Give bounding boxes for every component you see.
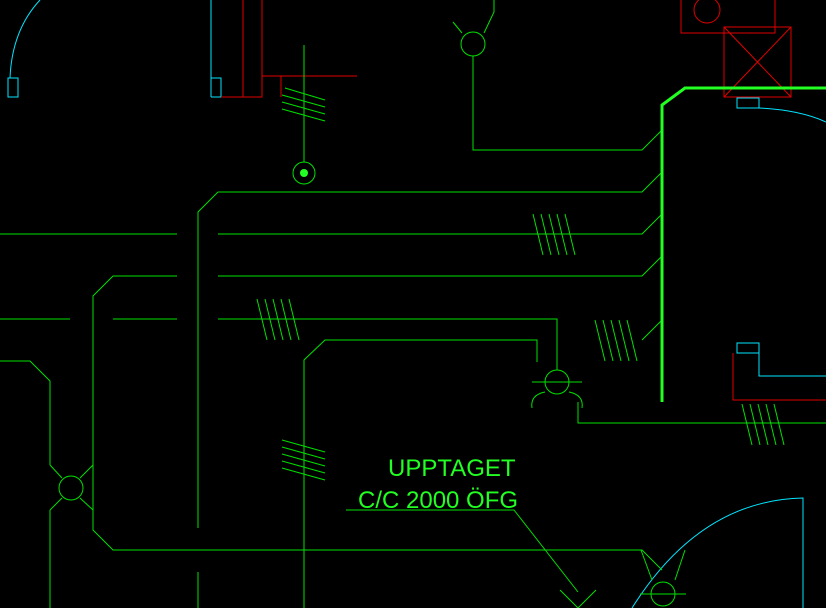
pump-symbol [531, 369, 583, 409]
main-pipe-highlight [660, 86, 826, 402]
walls [7, 0, 826, 608]
equipment [221, 0, 826, 401]
annotation-line-1: UPPTAGET [388, 455, 516, 482]
leader-line [346, 509, 597, 608]
valve-symbol [58, 475, 84, 501]
valve-symbol [460, 31, 486, 57]
valve-symbol [640, 581, 686, 607]
drain-symbol [292, 161, 316, 185]
annotation: UPPTAGET C/C 2000 ÖFG [346, 455, 597, 608]
